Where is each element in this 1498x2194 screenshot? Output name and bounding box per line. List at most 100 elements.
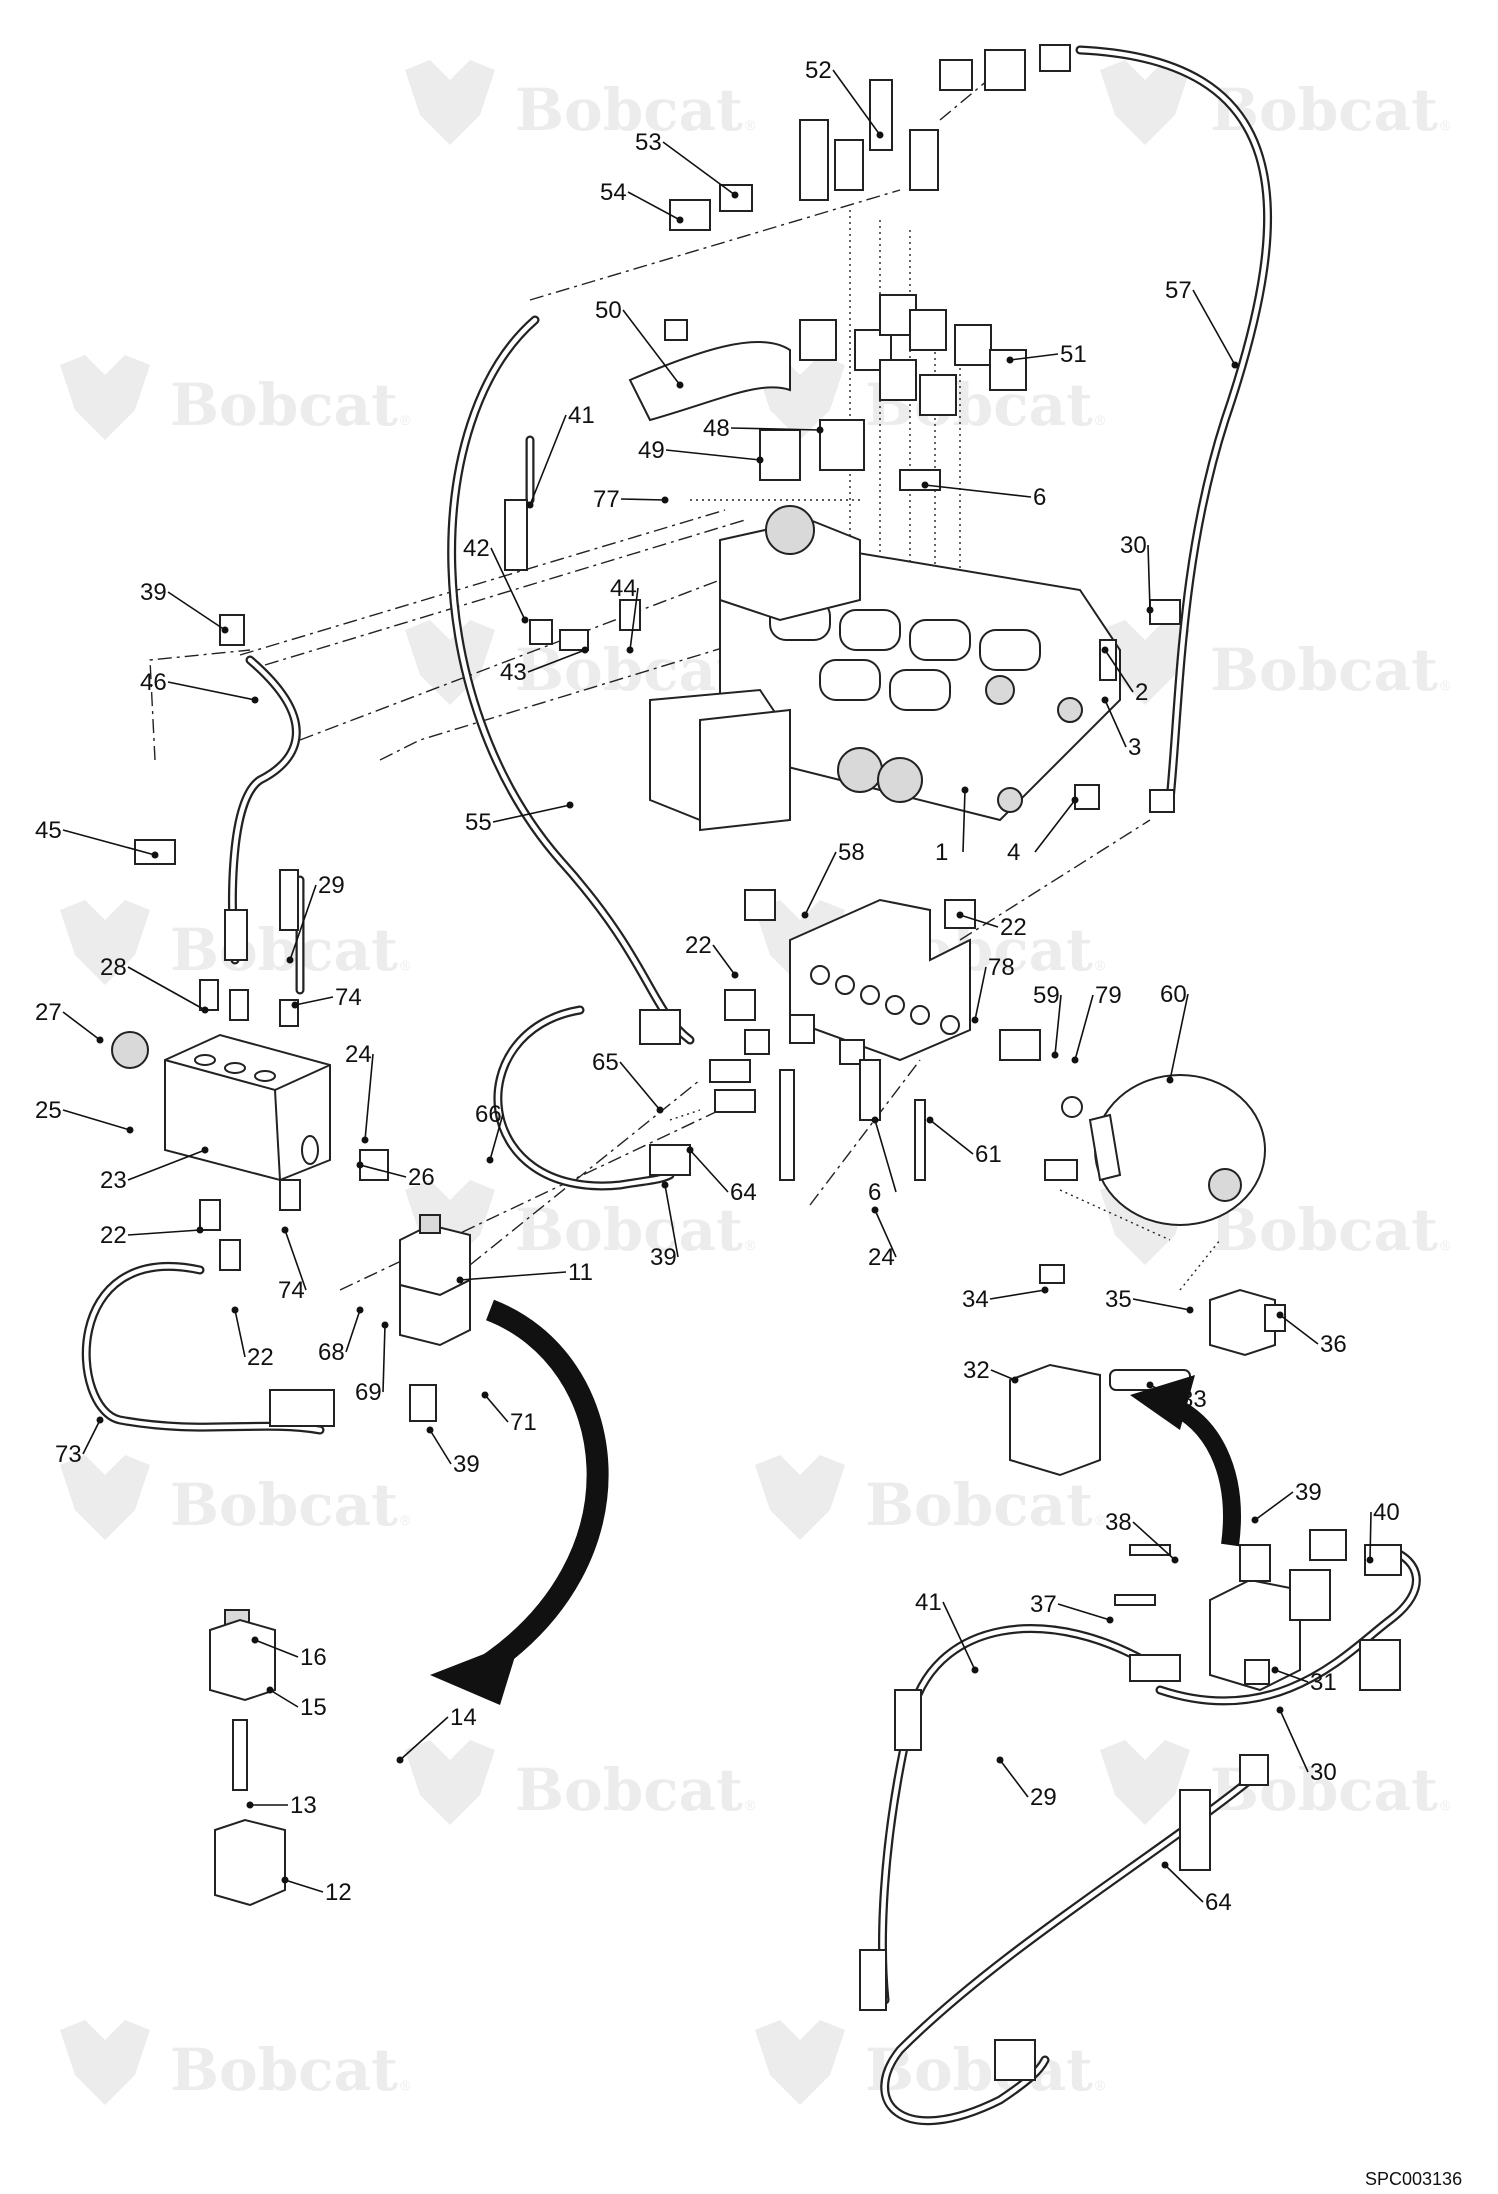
- part-callout: 53: [635, 129, 739, 199]
- watermark-text: Bobcat: [170, 1471, 398, 1539]
- callout-dot: [1366, 1556, 1374, 1564]
- callout-number: 14: [450, 1704, 477, 1731]
- callout-dot: [1006, 356, 1014, 364]
- callout-leader-line: [1254, 1491, 1294, 1521]
- callout-leader-line: [1192, 289, 1236, 366]
- callout-leader-line: [1074, 994, 1094, 1061]
- callout-number: 34: [962, 1286, 989, 1313]
- part-callout: 31: [1271, 1666, 1337, 1696]
- part-callout: 44: [610, 575, 639, 654]
- part-callout: 27: [35, 999, 104, 1044]
- callout-leader-line: [167, 681, 256, 701]
- callout-leader-line: [82, 1419, 101, 1455]
- callout-leader-line: [429, 1429, 452, 1465]
- part-callout: 11: [456, 1259, 593, 1286]
- callout-number: 29: [1030, 1784, 1057, 1811]
- bobcat-logo-icon: [60, 900, 150, 985]
- part-callout: 14: [396, 1704, 477, 1764]
- part-callout: 46: [140, 669, 259, 704]
- callout-dot: [676, 216, 684, 224]
- callout-dot: [281, 1226, 289, 1234]
- callout-number: 3: [1128, 734, 1141, 761]
- watermark-registered-mark: ®: [1440, 1797, 1451, 1813]
- callout-number: 35: [1105, 1286, 1132, 1313]
- callout-leader-line: [730, 427, 821, 431]
- callout-number: 22: [247, 1344, 274, 1371]
- callout-leader-line: [689, 1149, 729, 1193]
- callout-leader-line: [1279, 1709, 1309, 1773]
- part-callout: 22: [685, 932, 739, 979]
- part-callout: 43: [500, 646, 589, 686]
- bobcat-logo-icon: [755, 2020, 845, 2105]
- manifold-block-58: [789, 898, 971, 1062]
- callout-leader-line: [289, 884, 317, 961]
- part-callout: 49: [638, 437, 764, 464]
- watermark-registered-mark: ®: [1095, 2077, 1106, 2093]
- callout-leader-line: [284, 1879, 324, 1893]
- callout-leader-line: [1057, 1603, 1111, 1621]
- callout-number: 15: [300, 1694, 327, 1721]
- watermark-registered-mark: ®: [1440, 677, 1451, 693]
- callout-leader-line: [399, 1716, 449, 1761]
- watermark-registered-mark: ®: [1095, 957, 1106, 973]
- part-callout: 24: [345, 1041, 374, 1144]
- callout-leader-line: [1164, 1864, 1204, 1903]
- callout-number: 78: [988, 954, 1015, 981]
- part-callout: 12: [281, 1876, 352, 1906]
- callout-number: 46: [140, 669, 167, 696]
- callout-dot: [251, 696, 259, 704]
- callout-dot: [1071, 1056, 1079, 1064]
- callout-number: 79: [1095, 982, 1122, 1009]
- watermark-registered-mark: ®: [745, 1237, 756, 1253]
- callout-dot: [871, 1206, 879, 1214]
- callout-number: 12: [325, 1879, 352, 1906]
- callout-number: 22: [1000, 914, 1027, 941]
- callout-leader-line: [832, 69, 881, 136]
- callout-dot: [1231, 361, 1239, 369]
- part-callout: 51: [1006, 341, 1087, 368]
- part-callout: 60: [1160, 981, 1189, 1084]
- callout-leader-line: [804, 851, 837, 916]
- callout-dot: [816, 426, 824, 434]
- callout-leader-line: [345, 1309, 361, 1353]
- callout-dot: [731, 191, 739, 199]
- callout-number: 77: [593, 486, 620, 513]
- callout-number: 44: [610, 575, 637, 602]
- callout-leader-line: [359, 1164, 407, 1178]
- callout-leader-line: [294, 996, 334, 1006]
- part-callout: 22: [956, 911, 1027, 941]
- callout-dot: [661, 496, 669, 504]
- accumulator-60: [1061, 1074, 1266, 1226]
- watermark-text: Bobcat: [170, 371, 398, 439]
- callout-dot: [381, 1321, 389, 1329]
- callout-dot: [291, 1001, 299, 1009]
- part-callout: 1: [935, 786, 969, 866]
- part-callout: 73: [55, 1416, 104, 1468]
- callout-dot: [656, 1106, 664, 1114]
- part-callout: 66: [475, 1101, 504, 1164]
- callout-number: 39: [650, 1244, 677, 1271]
- callout-leader-line: [127, 1149, 206, 1181]
- callout-dot: [1051, 1051, 1059, 1059]
- part-callout: 77: [593, 486, 669, 513]
- callout-leader-line: [127, 966, 206, 1011]
- callout-number: 29: [318, 872, 345, 899]
- callout-dot: [676, 381, 684, 389]
- callout-leader-line: [529, 414, 567, 506]
- part-callout: 37: [1030, 1591, 1114, 1624]
- part-callout: 65: [592, 1049, 664, 1114]
- part-callout: 61: [926, 1116, 1002, 1168]
- part-callout: 23: [100, 1146, 209, 1194]
- callout-leader-line: [269, 1689, 299, 1708]
- part-callout: 36: [1276, 1311, 1347, 1358]
- callout-number: 30: [1310, 1759, 1337, 1786]
- callout-dot: [871, 1116, 879, 1124]
- callout-number: 11: [568, 1259, 593, 1286]
- bobcat-watermark: Bobcat®: [405, 60, 756, 145]
- callout-number: 40: [1373, 1499, 1400, 1526]
- callout-dot: [971, 1016, 979, 1024]
- bobcat-logo-icon: [405, 1740, 495, 1825]
- callout-dot: [526, 501, 534, 509]
- part-callout: 30: [1276, 1706, 1337, 1786]
